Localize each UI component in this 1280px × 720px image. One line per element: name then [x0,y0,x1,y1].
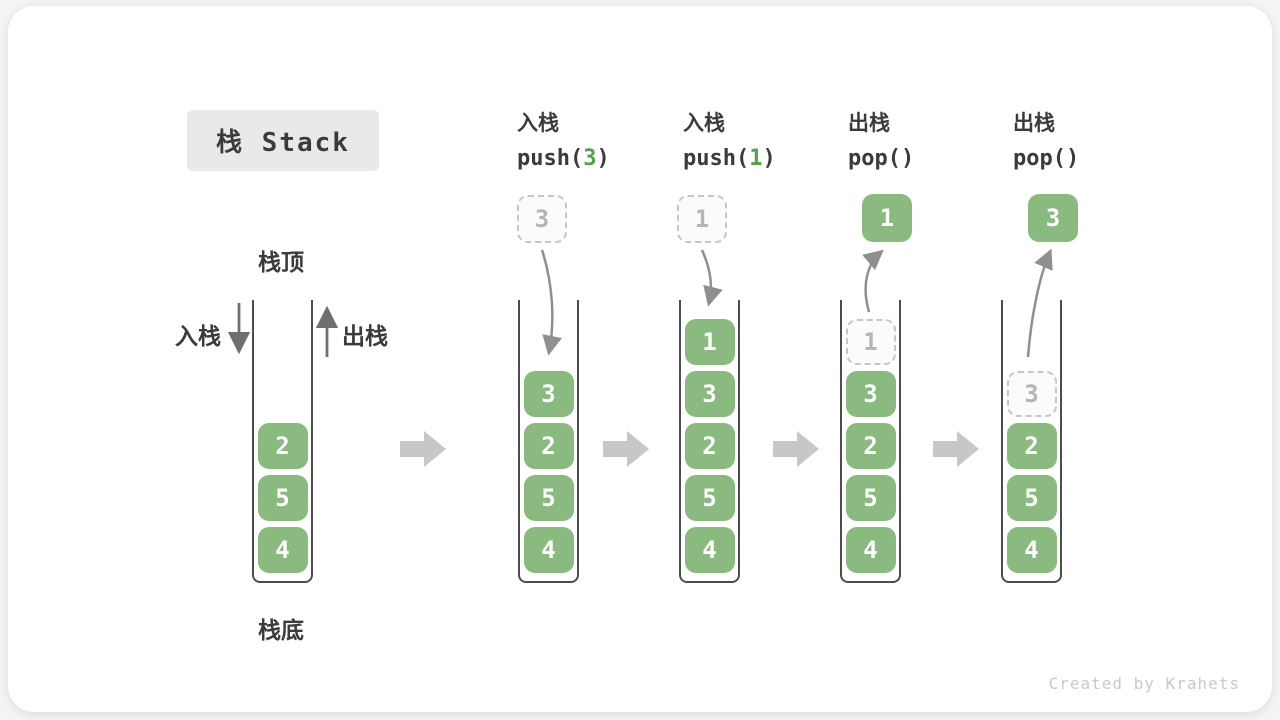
pushed-value-box: 3 [517,195,567,243]
popped-value-box: 3 [1028,194,1078,242]
header-pop-second: 出栈 pop() [1013,107,1163,171]
pushed-value-box: 1 [677,195,727,243]
stack-state-1: 2 5 4 [252,300,313,583]
pop-side-label: 出栈 [342,324,388,350]
operation-code: pop() [848,146,998,171]
stack-cell: 2 [523,423,574,469]
header-push-1: 入栈 push(1) [683,107,833,171]
stack-state-4: 1 3 2 5 4 [840,300,901,583]
popped-value-box: 1 [862,194,912,242]
step-separator-arrow [773,431,819,467]
stack-cell: 3 [523,371,574,417]
stack-cell: 4 [845,527,896,573]
code-text: pop() [1013,146,1080,171]
stack-state-5: 3 2 5 4 [1001,300,1062,583]
step-separator-arrow [603,431,649,467]
stack-cell: 3 [684,371,735,417]
step-separator-arrow [933,431,979,467]
operation-code: push(1) [683,146,833,171]
code-text: push( [517,146,584,171]
code-text: ) [596,146,610,171]
stack-state-2: 3 2 5 4 [518,300,579,583]
stack-bottom-label: 栈底 [258,618,304,644]
stack-cell-ghost: 3 [1006,371,1057,417]
code-argument: 3 [583,146,597,171]
code-text: pop() [848,146,915,171]
code-text: push( [683,146,750,171]
operation-name: 入栈 [517,111,559,135]
stack-cell: 5 [684,475,735,521]
stack-cell: 5 [257,475,308,521]
stack-cell: 5 [845,475,896,521]
stack-cell: 2 [1006,423,1057,469]
stack-cell: 2 [257,423,308,469]
header-pop-first: 出栈 pop() [848,107,998,171]
stack-cell: 4 [1006,527,1057,573]
operation-name: 出栈 [848,111,890,135]
stack-cell: 4 [523,527,574,573]
stack-cell: 4 [684,527,735,573]
code-text: ) [762,146,776,171]
push-1-motion-arrow [700,249,723,307]
stack-cell: 5 [523,475,574,521]
stack-cell: 2 [684,423,735,469]
operation-code: push(3) [517,146,667,171]
operation-name: 入栈 [683,111,725,135]
stack-cell: 2 [845,423,896,469]
step-separator-arrow [400,431,446,467]
push-side-label: 入栈 [175,324,221,350]
stack-cell: 5 [1006,475,1057,521]
stack-cell: 4 [257,527,308,573]
stack-cell: 1 [684,319,735,365]
stack-state-3: 1 3 2 5 4 [679,300,740,583]
operation-code: pop() [1013,146,1163,171]
code-argument: 1 [749,146,763,171]
operation-name: 出栈 [1013,111,1055,135]
stack-cell: 3 [845,371,896,417]
stack-cell-ghost: 1 [845,319,896,365]
watermark: Created by Krahets [1048,674,1240,693]
stack-top-label: 栈顶 [258,250,304,276]
header-push-3: 入栈 push(3) [517,107,667,171]
diagram-title: 栈 Stack [187,110,379,171]
